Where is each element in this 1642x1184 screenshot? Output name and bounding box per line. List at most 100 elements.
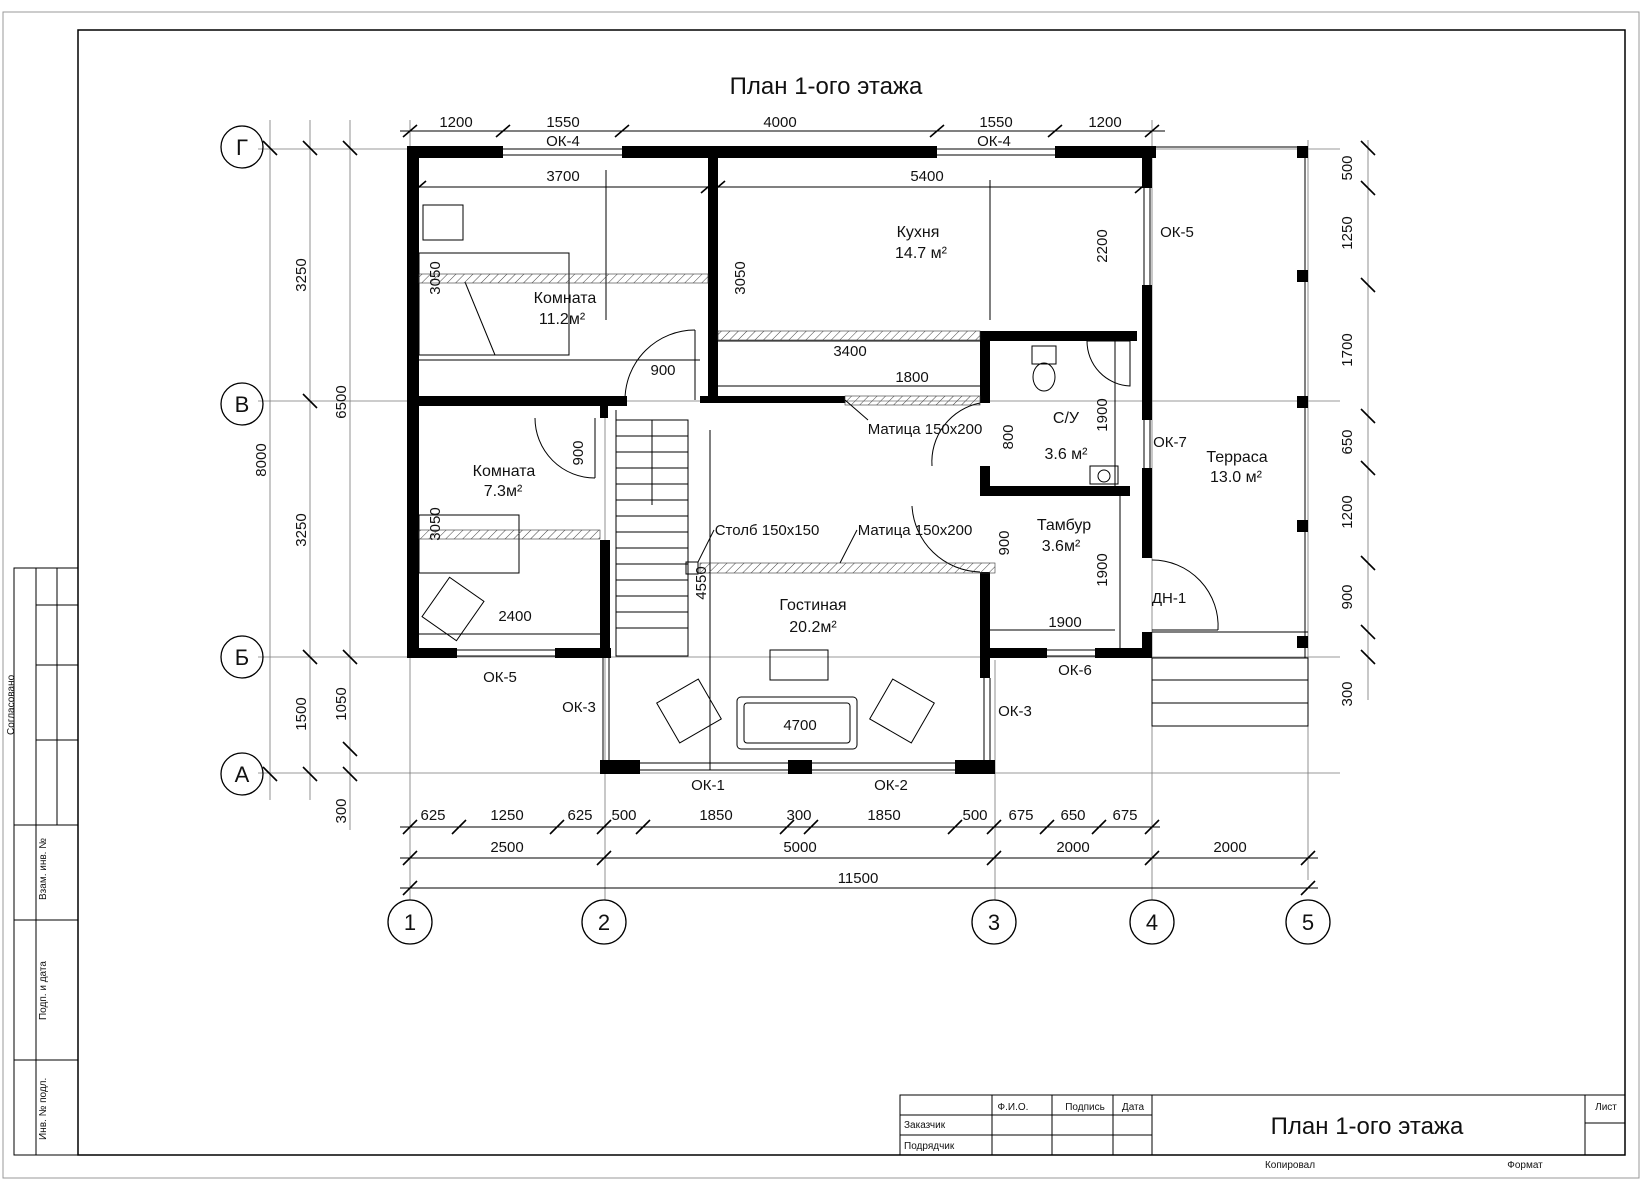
stamp-title: План 1-ого этажа [1271, 1113, 1464, 1140]
svg-text:1500: 1500 [293, 697, 310, 730]
svg-text:1200: 1200 [1339, 495, 1356, 528]
svg-text:1250: 1250 [490, 807, 523, 824]
svg-text:ОК-7: ОК-7 [1153, 434, 1187, 451]
room-bath-area: 3.6 м² [1044, 446, 1088, 463]
room-terrace-area: 13.0 м² [1210, 469, 1263, 486]
svg-text:650: 650 [1060, 807, 1085, 824]
svg-text:1250: 1250 [1339, 216, 1356, 249]
coffee-table [769, 649, 829, 681]
svg-text:Б: Б [235, 645, 249, 670]
svg-text:300: 300 [333, 798, 350, 823]
bed [418, 252, 570, 356]
svg-text:ОК-2: ОК-2 [874, 777, 908, 794]
axis-bubble-4: 4 [1129, 899, 1175, 945]
svg-text:ОК-3: ОК-3 [998, 703, 1032, 720]
svg-text:1900: 1900 [1094, 398, 1111, 431]
axis-bubble-g: Г [220, 125, 264, 169]
svg-text:500: 500 [611, 807, 636, 824]
sidebar-inv: Инв. № подл. [38, 1078, 49, 1140]
svg-text:ОК-5: ОК-5 [1160, 224, 1194, 241]
svg-text:2: 2 [598, 910, 610, 935]
svg-text:2000: 2000 [1213, 839, 1246, 856]
axis-bubble-2: 2 [581, 899, 627, 945]
svg-text:5: 5 [1302, 910, 1314, 935]
furniture [418, 204, 1131, 750]
room-living-area: 20.2м² [789, 619, 837, 636]
svg-text:3050: 3050 [427, 507, 444, 540]
shower [1086, 340, 1131, 387]
svg-text:1550: 1550 [979, 114, 1012, 131]
svg-text:625: 625 [420, 807, 445, 824]
svg-text:300: 300 [1339, 681, 1356, 706]
axis-bubble-b: Б [220, 635, 264, 679]
svg-text:Подрядчик: Подрядчик [904, 1141, 955, 1152]
svg-text:300: 300 [786, 807, 811, 824]
axis-bubble-v: В [220, 382, 264, 426]
axis-grid-lines [258, 120, 1369, 900]
room-tambur-area: 3.6м² [1042, 538, 1081, 555]
sidebar-soglasovano: Согласовано [6, 674, 17, 735]
dim-right: 500 1250 1700 650 1200 900 300 [1339, 140, 1376, 707]
room-living-name: Гостиная [779, 597, 846, 614]
svg-text:1: 1 [404, 910, 416, 935]
room-tambur-name: Тамбур [1037, 517, 1091, 534]
svg-text:1900: 1900 [1094, 553, 1111, 586]
axis-bubble-5: 5 [1285, 899, 1331, 945]
svg-text:Дата: Дата [1122, 1102, 1145, 1113]
svg-text:3: 3 [988, 910, 1000, 935]
svg-text:Заказчик: Заказчик [904, 1120, 946, 1131]
svg-text:800: 800 [1000, 424, 1017, 449]
room-labels: Кухня 14.7 м² Комната 11.2м² Комната 7.3… [473, 224, 1268, 636]
walls [407, 146, 1308, 774]
svg-text:3250: 3250 [293, 258, 310, 291]
svg-text:3700: 3700 [546, 168, 579, 185]
svg-text:Матица 150х200: Матица 150х200 [868, 421, 983, 438]
title-block: Ф.И.О. Подпись Дата Лист Заказчик Подряд… [899, 1094, 1626, 1171]
svg-text:500: 500 [1339, 155, 1356, 180]
toilet [1031, 345, 1057, 365]
svg-text:Ф.И.О.: Ф.И.О. [998, 1102, 1029, 1113]
svg-text:900: 900 [570, 440, 587, 465]
armchair [421, 576, 485, 642]
axis-bubble-3: 3 [971, 899, 1017, 945]
sink [1089, 465, 1119, 485]
svg-text:4550: 4550 [693, 566, 710, 599]
svg-text:625: 625 [567, 807, 592, 824]
room-2-area: 7.3м² [484, 483, 523, 500]
svg-text:2400: 2400 [498, 608, 531, 625]
dim-top: 1200 1550 4000 1550 1200 [400, 114, 1165, 138]
svg-text:В: В [235, 392, 250, 417]
bed-small [418, 514, 520, 574]
svg-text:1900: 1900 [1048, 614, 1081, 631]
sidebar-podp: Подп. и дата [38, 961, 49, 1020]
svg-text:5400: 5400 [910, 168, 943, 185]
svg-text:4000: 4000 [763, 114, 796, 131]
svg-text:900: 900 [650, 362, 675, 379]
armchair-right [869, 678, 935, 744]
dim-total: 11500 [400, 870, 1318, 896]
svg-text:500: 500 [962, 807, 987, 824]
opening-labels: ОК-4 ОК-4 ОК-5 ОК-7 ДН-1 ОК-5 ОК-3 ОК-3 … [483, 133, 1194, 794]
svg-text:1550: 1550 [546, 114, 579, 131]
svg-text:3050: 3050 [427, 261, 444, 294]
svg-text:2000: 2000 [1056, 839, 1089, 856]
dim-bottom-2: 2500 5000 2000 2000 [400, 839, 1318, 866]
svg-text:ОК-3: ОК-3 [562, 699, 596, 716]
page-title: План 1-ого этажа [730, 73, 923, 100]
sofa [736, 696, 858, 750]
svg-text:900: 900 [996, 530, 1013, 555]
svg-text:ОК-4: ОК-4 [546, 133, 580, 150]
room-kitchen-name: Кухня [897, 224, 940, 241]
sidebar-table: Согласовано Взам. инв. № Подп. и дата Ин… [6, 567, 79, 1156]
svg-text:11500: 11500 [838, 870, 879, 887]
svg-text:675: 675 [1008, 807, 1033, 824]
dim-inner: 3700 5400 3050 3050 2200 3400 1800 900 9… [411, 168, 1150, 734]
svg-text:3400: 3400 [833, 343, 866, 360]
room-kitchen-area: 14.7 м² [895, 245, 948, 262]
svg-text:Копировал: Копировал [1265, 1160, 1315, 1171]
svg-text:1850: 1850 [699, 807, 732, 824]
armchair-left [656, 678, 722, 744]
svg-text:1700: 1700 [1339, 333, 1356, 366]
svg-text:675: 675 [1112, 807, 1137, 824]
